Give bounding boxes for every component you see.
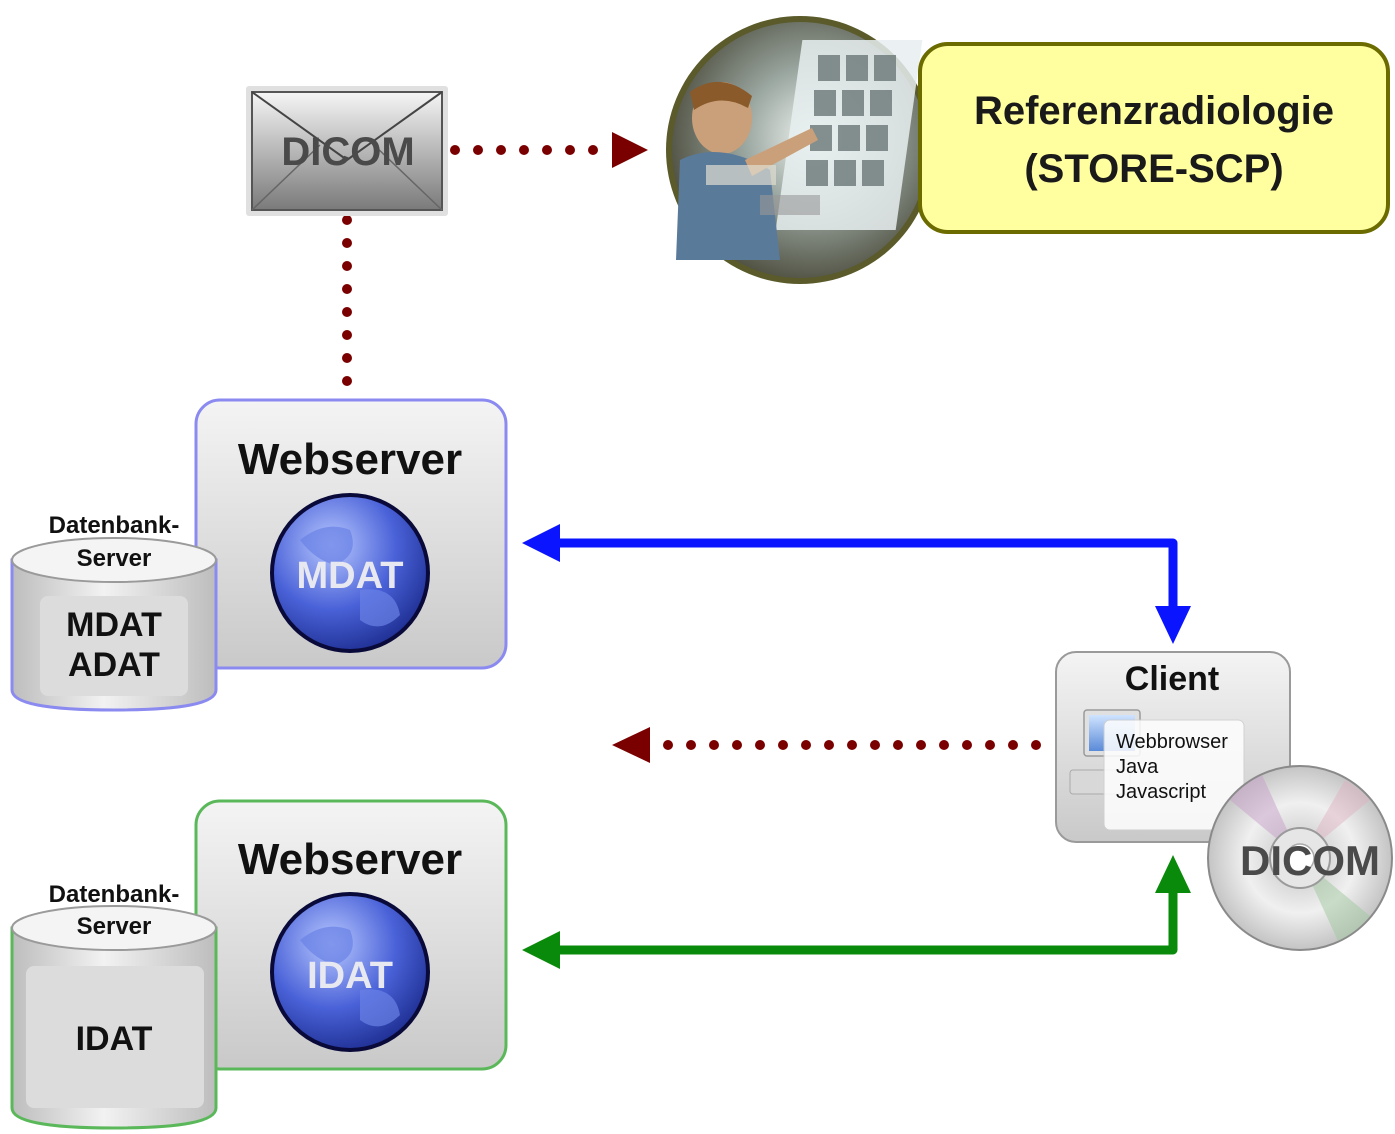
mdat-globe-label: MDAT <box>297 555 404 597</box>
reference-radiology-title: Referenzradiologie <box>974 89 1334 133</box>
idat-db-content-line1: IDAT <box>76 1020 153 1058</box>
mdat-db-caption-line1: Datenbank- <box>49 512 180 539</box>
idat-database-cylinder: Datenbank- Server IDAT <box>10 881 218 1130</box>
idat-db-caption-line1: Datenbank- <box>49 881 180 908</box>
idat-globe-label: IDAT <box>307 955 393 997</box>
dotted-connection-envelope-to-radiology <box>450 132 648 168</box>
idat-webserver-title: Webserver <box>238 835 462 884</box>
mdat-connection-arrow <box>522 524 1191 644</box>
client-box: Client Webbrowser Java Javascript <box>1055 651 1291 843</box>
mdat-database-cylinder: Datenbank- Server MDAT ADAT <box>10 512 218 712</box>
mdat-db-content-line2: ADAT <box>68 646 160 684</box>
dicom-cd-label: DICOM <box>1240 837 1380 884</box>
arrowhead-left-icon <box>522 524 560 562</box>
dicom-envelope-label: DICOM <box>281 130 414 174</box>
client-item-java: Java <box>1116 756 1159 778</box>
client-item-webbrowser: Webbrowser <box>1116 731 1228 753</box>
dotted-connection-envelope-to-webserver <box>342 215 352 386</box>
arrowhead-right-icon <box>612 132 648 168</box>
mdat-webserver-title: Webserver <box>238 435 462 484</box>
dotted-connection-client-to-left <box>612 727 1041 763</box>
mdat-webserver: Webserver MDAT <box>194 398 508 670</box>
reference-radiology-subtitle: (STORE-SCP) <box>1024 147 1283 191</box>
mdat-db-content-line1: MDAT <box>66 606 162 644</box>
idat-db-caption-line2: Server <box>77 913 152 940</box>
dicom-envelope: DICOM <box>246 86 448 216</box>
idat-webserver: Webserver IDAT <box>194 799 508 1071</box>
arrowhead-up-icon <box>1155 855 1191 893</box>
mdat-db-caption-line2: Server <box>77 545 152 572</box>
arrowhead-left-icon <box>612 727 650 763</box>
globe-icon <box>270 493 430 653</box>
globe-icon <box>270 892 430 1052</box>
arrowhead-left-icon <box>522 931 560 969</box>
client-title: Client <box>1125 660 1219 698</box>
envelope-icon <box>251 91 443 162</box>
reference-radiology-box: Referenzradiologie (STORE-SCP) <box>918 42 1390 234</box>
client-item-javascript: Javascript <box>1116 781 1206 803</box>
dicom-cd: DICOM <box>1207 765 1393 951</box>
arrowhead-down-icon <box>1155 606 1191 644</box>
radiologist-photo <box>666 16 934 284</box>
idat-connection-arrow <box>522 855 1191 969</box>
